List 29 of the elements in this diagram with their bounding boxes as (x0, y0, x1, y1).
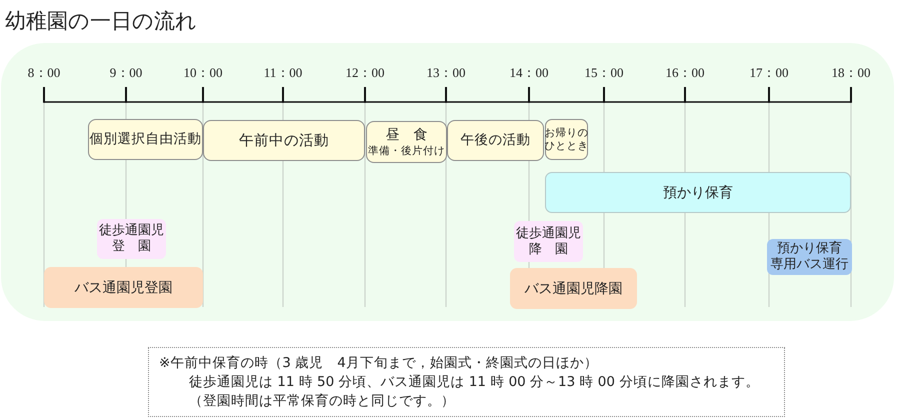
bus-time-bar: バス通園児登園 (44, 267, 203, 308)
childcare-bar: 預かり保育 (545, 172, 851, 213)
activity-box: お帰りのひととき (545, 119, 588, 160)
time-label: 8：00 (26, 65, 62, 81)
time-label: 11：00 (262, 65, 304, 81)
note-heading: ※午前中保育の時（3 歳児 4月下旬まで，始園式・終園式の日ほか） (159, 354, 598, 372)
box-heading: 昼 食 (386, 126, 428, 144)
note-text: （登園時間は平常保育の時と同じです。） (189, 392, 455, 410)
time-label: 13：00 (426, 65, 466, 81)
time-label: 16：00 (664, 65, 706, 81)
bus-time-bar: バス通園児降園 (510, 268, 637, 309)
title: 幼稚園の一日の流れ (5, 8, 197, 34)
time-label: 17：00 (748, 65, 790, 81)
time-label: 15：00 (584, 65, 624, 81)
time-label: 18：00 (830, 65, 872, 81)
time-label: 9：00 (108, 65, 144, 81)
note-text: 徒歩通園児は 11 時 50 分頃、バス通園児は 11 時 00 分～13 時 00 分頃に降園されます。 (189, 372, 760, 392)
walk-time-tag: 徒歩通園児降 園 (514, 221, 583, 262)
time-label: 14：00 (508, 65, 550, 81)
activity-box: 個別選択自由活動 (88, 119, 203, 160)
bus-service-tag: 預かり保育専用バス運行 (767, 239, 852, 275)
note-box (148, 347, 785, 417)
time-label: 10：00 (182, 65, 224, 81)
box-subtext: 準備・後片付け (368, 144, 445, 158)
activity-box (366, 121, 447, 163)
time-label: 12：00 (344, 65, 386, 81)
activity-box: 午後の活動 (447, 120, 544, 161)
walk-time-tag: 徒歩通園児登 園 (97, 219, 166, 259)
activity-box: 午前中の活動 (203, 120, 365, 161)
